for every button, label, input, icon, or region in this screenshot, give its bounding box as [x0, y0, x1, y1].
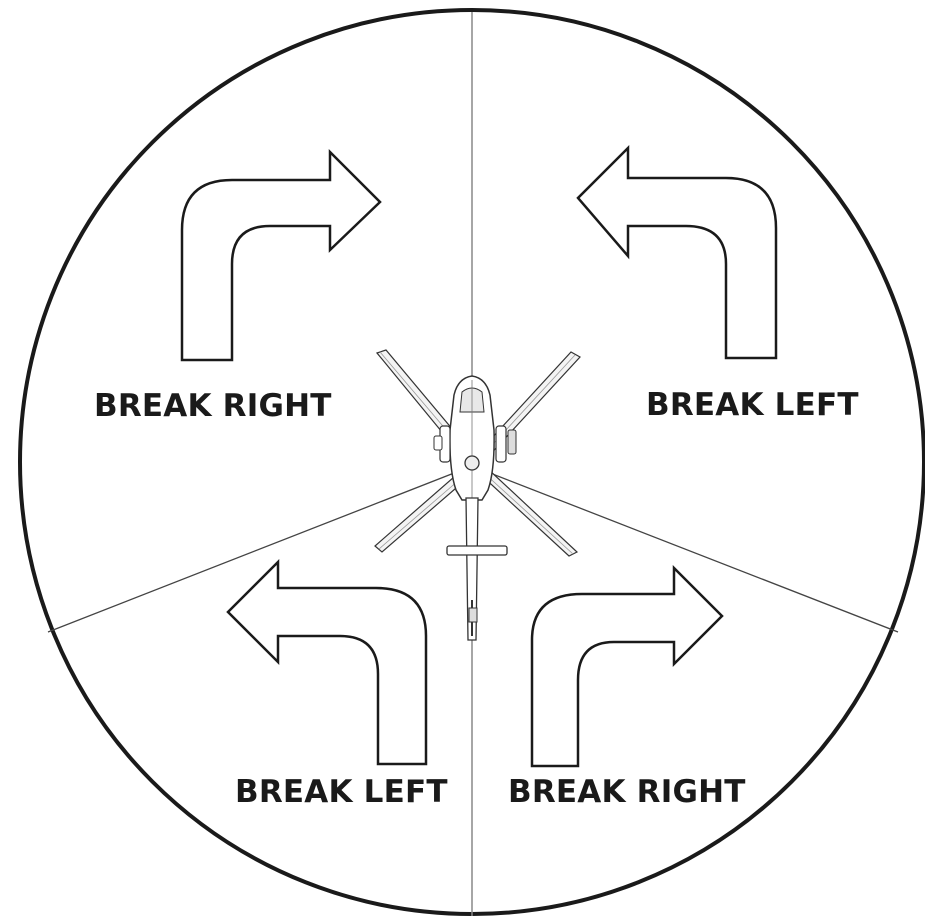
lower-right-break-label: BREAK RIGHT [508, 774, 746, 810]
upper-left-break-label: BREAK RIGHT [94, 388, 332, 424]
turn-right-arrow-icon [182, 152, 380, 360]
turn-left-arrow-icon [228, 562, 426, 764]
turn-left-arrow-icon [578, 148, 776, 358]
turn-right-arrow-icon [532, 568, 722, 766]
upper-right-break-label: BREAK LEFT [646, 387, 859, 423]
lower-left-break-label: BREAK LEFT [235, 774, 448, 810]
